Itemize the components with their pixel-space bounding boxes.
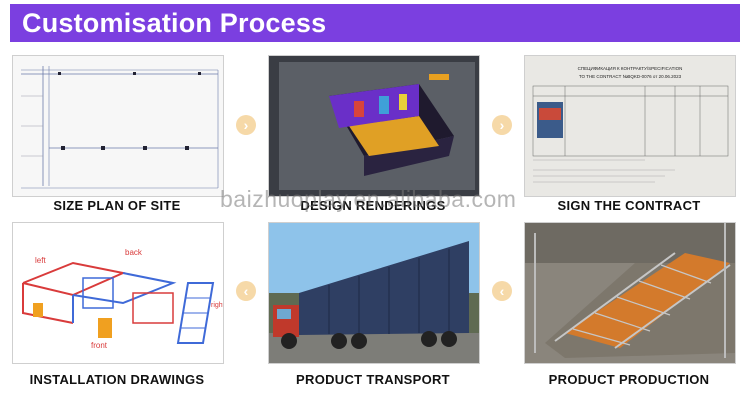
label-back: back xyxy=(125,248,143,257)
label-left: left xyxy=(35,256,46,265)
contract-heading: СПЕЦИФИКАЦИЯ К КОНТРАКТУ/SPECIFICATION xyxy=(578,66,683,71)
floor-plan-drawing xyxy=(13,56,223,196)
step-caption: SIZE PLAN OF SITE xyxy=(53,198,181,213)
label-front: front xyxy=(91,341,108,350)
installation-drawing-image: left back front right xyxy=(12,222,224,364)
contract-paper: СПЕЦИФИКАЦИЯ К КОНТРАКТУ/SPECIFICATION T… xyxy=(525,56,735,196)
step-caption: INSTALLATION DRAWINGS xyxy=(29,372,205,387)
header-banner: Customisation Process xyxy=(10,4,740,42)
arrow-left-glyph: ‹ xyxy=(243,283,249,299)
arrow-right-glyph: › xyxy=(243,117,249,133)
watermark-text: baizhuoplay.en.alibaba.com xyxy=(220,186,517,212)
step-caption: PRODUCT PRODUCTION xyxy=(548,372,710,387)
arrow-left-icon: ‹ xyxy=(236,281,256,301)
truck-container-photo xyxy=(269,223,479,363)
arrow-right-icon: › xyxy=(236,115,256,135)
contract-subheading: TO THE CONTRACT №BQKD-0076 от 20.06.2023 xyxy=(579,74,682,79)
contract-document-image: СПЕЦИФИКАЦИЯ К КОНТРАКТУ/SPECIFICATION T… xyxy=(524,55,736,197)
arrow-right-icon: › xyxy=(492,115,512,135)
steel-frame-photo xyxy=(525,223,735,363)
step-caption: PRODUCT TRANSPORT xyxy=(296,372,450,387)
production-factory-image xyxy=(524,222,736,364)
design-rendering-image xyxy=(268,55,480,197)
page-title: Customisation Process xyxy=(22,7,327,38)
rendering-3d xyxy=(269,56,479,196)
installation-3d-frame: left back front right xyxy=(13,223,223,363)
arrow-right-glyph: › xyxy=(499,117,505,133)
arrow-left-icon: ‹ xyxy=(492,281,512,301)
size-plan-image xyxy=(12,55,224,197)
step-caption: DESIGN RENDERINGS xyxy=(300,198,446,213)
step-caption: SIGN THE CONTRACT xyxy=(557,198,701,213)
label-right: right xyxy=(211,302,223,309)
transport-truck-image xyxy=(268,222,480,364)
arrow-left-glyph: ‹ xyxy=(499,283,505,299)
